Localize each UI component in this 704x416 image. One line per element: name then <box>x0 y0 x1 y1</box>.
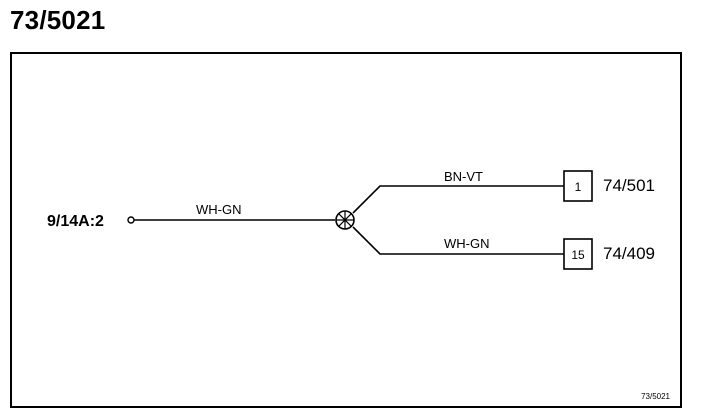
footer-ref: 73/5021 <box>641 392 670 401</box>
upper-branch-wire <box>352 185 564 214</box>
page-title: 73/5021 <box>10 5 106 35</box>
pin-box-upper <box>563 170 593 202</box>
upper-branch-color-label: BN-VT <box>444 169 483 184</box>
pin-box-lower <box>563 238 593 270</box>
diagram-frame <box>10 52 682 408</box>
pin-number-lower: 15 <box>571 248 585 262</box>
splice-node-icon <box>335 210 355 230</box>
source-connector-label: 9/14A:2 <box>47 213 104 230</box>
destination-ref-upper: 74/501 <box>603 176 655 195</box>
main-wire-color-label: WH-GN <box>196 202 242 217</box>
lower-branch-wire <box>352 226 564 255</box>
lower-branch-color-label: WH-GN <box>444 236 490 251</box>
destination-ref-lower: 74/409 <box>603 244 655 263</box>
pin-number-upper: 1 <box>575 180 582 194</box>
terminal-circle-icon <box>127 216 135 224</box>
